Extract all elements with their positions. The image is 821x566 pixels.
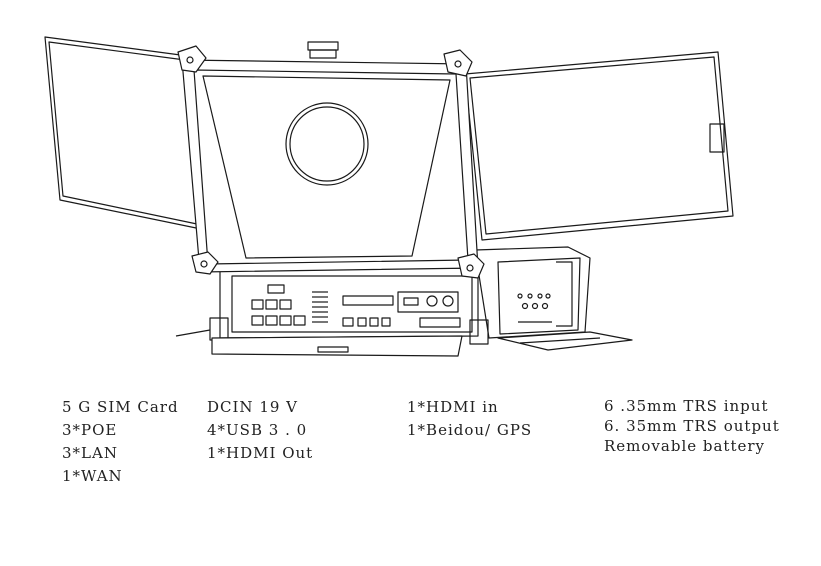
spec-item: 1*Beidou/ GPS: [407, 421, 533, 439]
spec-item: 5 G SIM Card: [62, 398, 179, 416]
spec-column-connectivity: 5 G SIM Card 3*POE 3*LAN 1*WAN: [62, 396, 179, 488]
spec-column-audio-battery: 6 .35mm TRS input 6. 35mm TRS output Rem…: [604, 396, 780, 456]
device-line-drawing: [44, 36, 734, 357]
front-tray: [211, 335, 463, 357]
spec-item: 1*HDMI in: [407, 398, 499, 416]
spec-item: 3*POE: [62, 421, 118, 439]
spec-item: 6. 35mm TRS output: [604, 417, 780, 435]
right-wing-panel: [464, 51, 734, 241]
spec-item: 3*LAN: [62, 444, 118, 462]
corner-guard: [457, 253, 485, 279]
left-wing-panel: [44, 36, 202, 230]
corner-guard: [191, 251, 219, 275]
vent-slots: [312, 291, 328, 323]
corner-guard: [177, 45, 207, 73]
side-module-box: [474, 246, 591, 339]
spec-item: 1*WAN: [62, 467, 123, 485]
lid-handle: [307, 41, 339, 51]
spec-column-power-usb: DCIN 19 V 4*USB 3 . 0 1*HDMI Out: [207, 396, 313, 465]
spec-item: 6 .35mm TRS input: [604, 397, 769, 415]
main-lid: [181, 59, 479, 273]
spec-item: Removable battery: [604, 437, 766, 455]
corner-guard: [443, 49, 473, 77]
spec-item: 1*HDMI Out: [207, 444, 314, 462]
lid-circle: [285, 102, 369, 186]
spec-item: 4*USB 3 . 0: [207, 421, 308, 439]
lan-ports: [251, 299, 306, 326]
io-block: [397, 291, 459, 313]
spec-item: DCIN 19 V: [207, 398, 299, 416]
right-tray: [497, 331, 633, 351]
right-panel-latch: [709, 123, 725, 153]
spec-column-hdmi-gps: 1*HDMI in 1*Beidou/ GPS: [407, 396, 532, 442]
